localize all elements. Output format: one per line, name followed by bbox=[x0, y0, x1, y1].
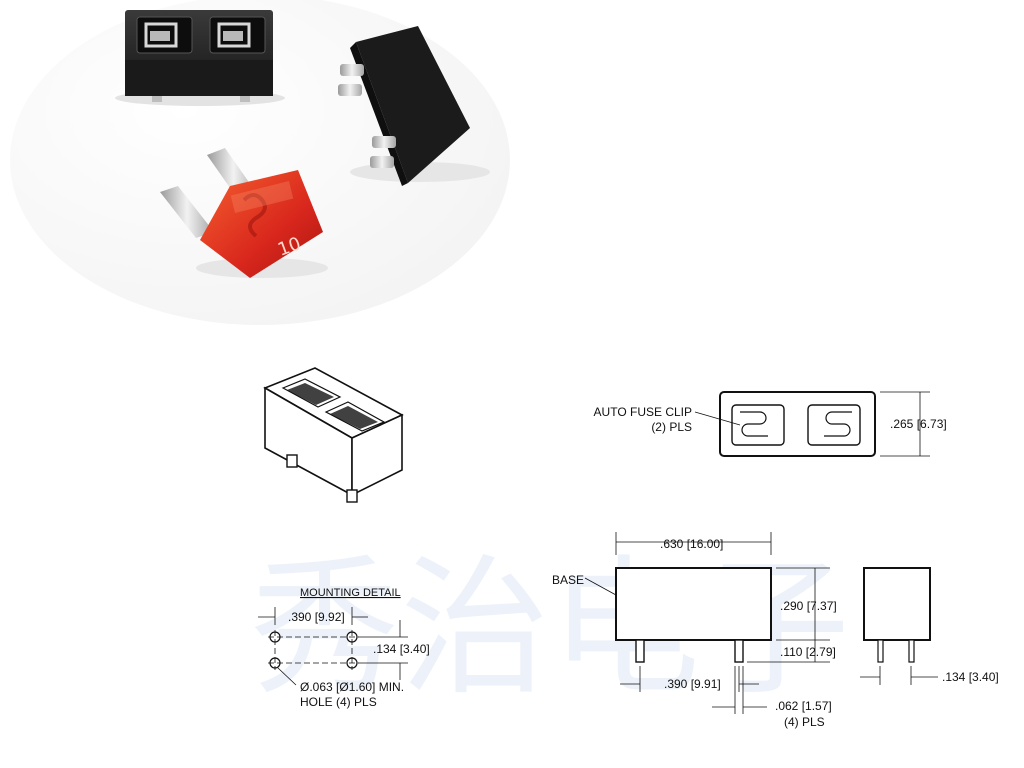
fuse-holder-angled-photo bbox=[338, 26, 490, 186]
hole-note-2: HOLE (4) PLS bbox=[300, 695, 377, 709]
top-height-dimension: .265 [6.73] bbox=[890, 417, 947, 431]
side-view: .134 [3.40] bbox=[860, 567, 999, 685]
front-view: .630 [16.00] BASE .290 [7.37] .110 [2.79… bbox=[552, 532, 837, 729]
hole-spacing-x: .390 [9.92] bbox=[288, 610, 345, 624]
clip-label: AUTO FUSE CLIP bbox=[594, 405, 692, 419]
base-label: BASE bbox=[552, 573, 584, 587]
pin-count-label: (4) PLS bbox=[784, 715, 825, 729]
top-view: AUTO FUSE CLIP (2) PLS .265 [6.73] bbox=[594, 391, 947, 457]
pin-width-dimension: .062 [1.57] bbox=[775, 699, 832, 713]
hole-note-1: Ø.063 [Ø1.60] MIN. bbox=[300, 680, 404, 694]
side-pin-spacing-dimension: .134 [3.40] bbox=[942, 670, 999, 684]
pin-length-dimension: .110 [2.79] bbox=[780, 645, 836, 659]
fuse-holder-top-photo bbox=[115, 10, 285, 106]
product-photo: 10 bbox=[0, 0, 1024, 330]
mini-fuse-photo: 10 bbox=[160, 148, 328, 278]
pin-spacing-dimension: .390 [9.91] bbox=[664, 677, 721, 691]
technical-drawings: AUTO FUSE CLIP (2) PLS .265 [6.73] .630 … bbox=[258, 367, 999, 729]
isometric-view bbox=[263, 367, 404, 503]
front-width-dimension: .630 [16.00] bbox=[660, 537, 723, 551]
mounting-detail: MOUNTING DETAIL .390 [9.92] .134 [3.40] … bbox=[258, 587, 430, 709]
front-height-dimension: .290 [7.37] bbox=[780, 599, 837, 613]
mounting-detail-title: MOUNTING DETAIL bbox=[300, 587, 401, 599]
hole-spacing-y: .134 [3.40] bbox=[373, 642, 430, 656]
clip-count-label: (2) PLS bbox=[651, 420, 692, 434]
